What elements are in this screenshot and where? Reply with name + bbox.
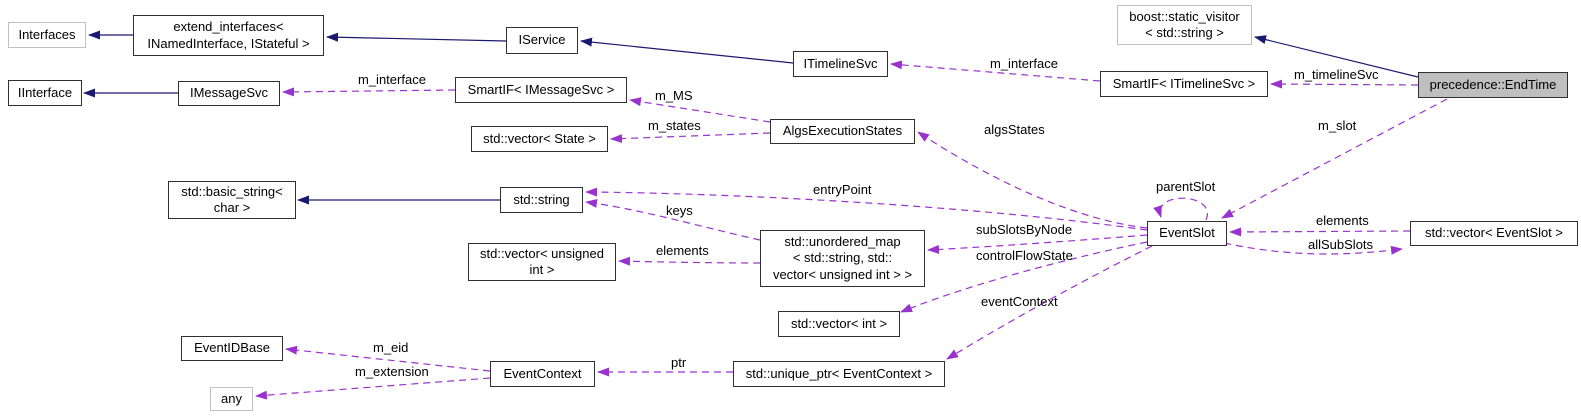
edge-label-m-interface-imessagesvc: m_interface (358, 72, 426, 87)
edge-label-eventcontext: eventContext (981, 294, 1058, 309)
edge-label-m-interface-itimelinesvc: m_interface (990, 56, 1058, 71)
node-eventidbase[interactable]: EventIDBase (181, 336, 283, 361)
edge-m-interface-itimelinesvc (890, 60, 1101, 82)
node-basic-string[interactable]: std::basic_string< char > (168, 181, 296, 219)
node-precedence-endtime: precedence::EndTime (1418, 72, 1568, 98)
node-imessagesvc[interactable]: IMessageSvc (178, 81, 280, 106)
edge-m-timelinesvc (1270, 79, 1419, 89)
edge-parentslot-loop (1153, 197, 1209, 221)
node-algsexecutionstates[interactable]: AlgsExecutionStates (770, 119, 915, 144)
node-interfaces: Interfaces (8, 22, 86, 48)
edge-subslotsbynode (927, 234, 1148, 254)
edge-entrypoint (585, 187, 1148, 231)
node-eventcontext[interactable]: EventContext (490, 361, 595, 387)
node-unique-ptr-eventcontext[interactable]: std::unique_ptr< EventContext > (733, 361, 945, 387)
edge-label-m-ms: m_MS (655, 88, 693, 103)
edge-label-m-states: m_states (648, 118, 701, 133)
edge-label-m-slot: m_slot (1318, 118, 1357, 133)
edge-itimelinesvc-to-iservice (580, 37, 794, 64)
node-iservice[interactable]: IService (506, 27, 578, 54)
edge-label-algsstates: algsStates (984, 122, 1045, 137)
edge-label-m-eid: m_eid (373, 340, 409, 355)
node-smartif-itimelinesvc[interactable]: SmartIF< ITimelineSvc > (1100, 71, 1268, 97)
edge-label-subslotsbynode: subSlotsByNode (976, 222, 1073, 237)
edge-label-controlflowstate: controlFlowState (976, 248, 1073, 263)
edge-iservice-to-extend-interfaces (326, 32, 507, 42)
node-eventslot[interactable]: EventSlot (1147, 221, 1227, 246)
edge-label-entrypoint: entryPoint (813, 182, 872, 197)
edge-elements-eventslot (1229, 227, 1411, 237)
edge-label-parentslot: parentSlot (1156, 179, 1216, 194)
edge-label-m-extension: m_extension (355, 364, 429, 379)
edge-m-eid (285, 345, 491, 372)
edge-label-elements-eventslot: elements (1316, 213, 1369, 228)
node-vector-int[interactable]: std::vector< int > (778, 311, 900, 337)
node-vector-unsigned-int[interactable]: std::vector< unsigned int > (468, 243, 616, 281)
edge-controlflowstate (900, 241, 1148, 313)
edge-label-m-timelinesvc: m_timelineSvc (1294, 67, 1379, 82)
node-extend-interfaces[interactable]: extend_interfaces< INamedInterface, ISta… (133, 15, 324, 56)
node-itimelinesvc[interactable]: ITimelineSvc (793, 51, 888, 77)
edge-label-ptr: ptr (671, 355, 687, 370)
node-smartif-imessagesvc[interactable]: SmartIF< IMessageSvc > (455, 77, 627, 103)
edge-m-states (610, 132, 771, 144)
edge-allsubslots (1223, 242, 1403, 255)
edge-endtime-to-static-visitor (1254, 35, 1419, 78)
node-iinterface[interactable]: IInterface (8, 80, 82, 106)
node-boost-static-visitor: boost::static_visitor < std::string > (1117, 5, 1252, 45)
edge-label-keys: keys (666, 203, 693, 218)
edge-m-slot (1221, 98, 1448, 219)
node-vector-eventslot[interactable]: std::vector< EventSlot > (1410, 221, 1578, 246)
edge-m-extension (255, 377, 491, 400)
edge-m-interface-imessagesvc (282, 87, 456, 97)
node-std-string[interactable]: std::string (500, 187, 583, 213)
edge-label-elements-unsigned: elements (656, 243, 709, 258)
node-vector-state[interactable]: std::vector< State > (471, 126, 608, 152)
edge-eventcontext (946, 245, 1153, 360)
edge-label-allsubslots: allSubSlots (1308, 237, 1374, 252)
edge-keys (585, 199, 761, 241)
edge-elements-unsigned (618, 256, 761, 266)
edge-algsstates (917, 131, 1148, 229)
node-unordered-map[interactable]: std::unordered_map < std::string, std:: … (760, 230, 925, 287)
node-any: any (210, 387, 253, 411)
